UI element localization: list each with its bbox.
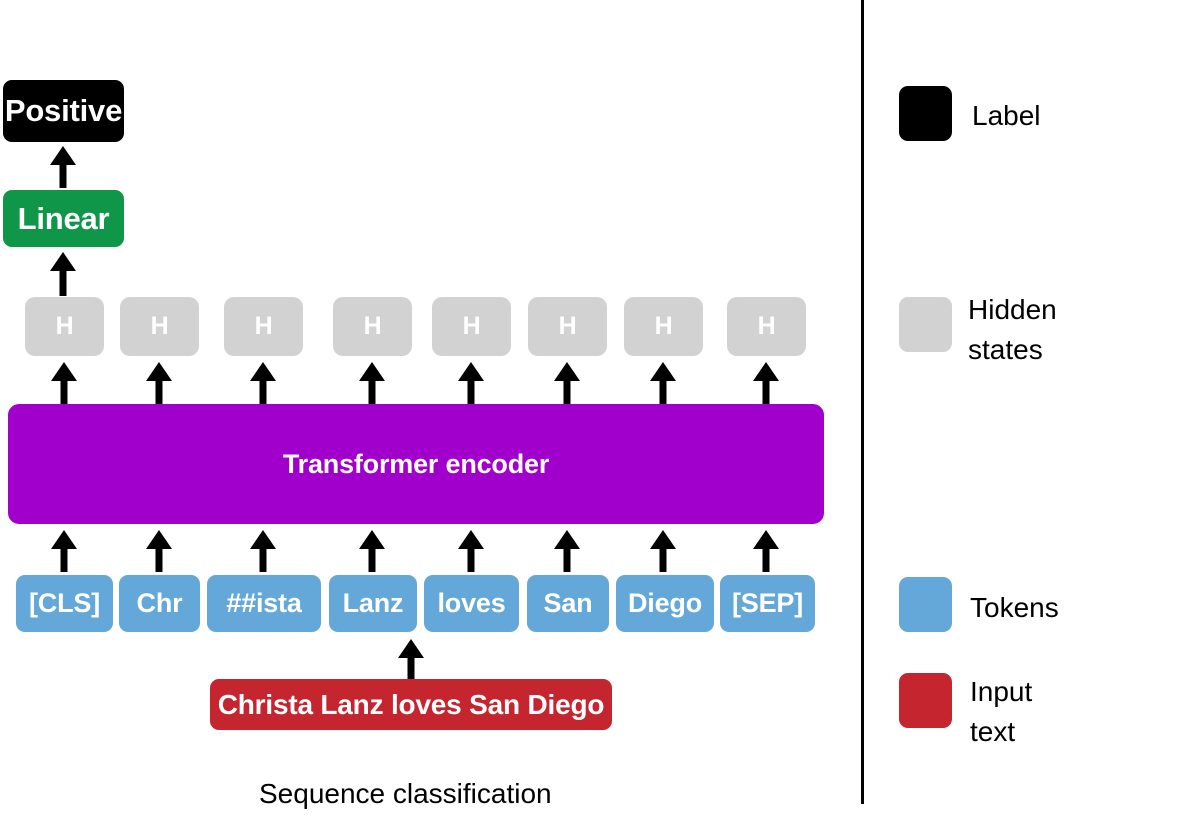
legend-swatch-input-text [899, 673, 952, 728]
legend-swatch-label [899, 86, 952, 141]
hidden-state-label: H [55, 312, 74, 340]
output-label-text: Positive [4, 93, 123, 128]
token-label: Lanz [342, 588, 404, 618]
legend-label-label: Label [972, 100, 1041, 131]
token-box: Chr [119, 575, 200, 632]
legend-label-hidden-states: Hidden states [968, 294, 1057, 365]
legend-swatch-hidden-states [899, 297, 952, 352]
token-label: [CLS] [29, 588, 100, 618]
token-box: Diego [616, 575, 714, 632]
token-label: loves [437, 588, 506, 618]
output-label-box: Positive [3, 80, 124, 142]
hidden-state-label: H [254, 312, 273, 340]
linear-layer-box: Linear [3, 190, 124, 247]
legend-divider [861, 0, 864, 804]
hidden-state-box: H [727, 297, 806, 356]
token-label: San [543, 588, 593, 618]
hidden-state-box: H [333, 297, 412, 356]
token-box: Lanz [329, 575, 417, 632]
token-box: loves [424, 575, 519, 632]
hidden-state-label: H [558, 312, 577, 340]
linear-layer-text: Linear [17, 200, 110, 236]
input-text-box: Christa Lanz loves San Diego [210, 679, 612, 730]
token-box: [CLS] [16, 575, 113, 632]
hidden-state-box: H [25, 297, 104, 356]
hidden-state-box: H [624, 297, 703, 356]
hidden-state-box: H [528, 297, 607, 356]
hidden-state-label: H [462, 312, 481, 340]
hidden-state-box: H [120, 297, 199, 356]
diagram-caption: Sequence classification [259, 778, 552, 809]
hidden-state-label: H [757, 312, 776, 340]
token-box: San [527, 575, 609, 632]
transformer-encoder-box: Transformer encoder [8, 404, 824, 524]
token-box: ##ista [207, 575, 321, 632]
token-label: Diego [627, 588, 702, 618]
legend-label-input-text: Input text [970, 676, 1033, 747]
token-label: ##ista [226, 588, 302, 618]
transformer-encoder-text: Transformer encoder [282, 448, 550, 479]
token-label: Chr [136, 588, 183, 618]
hidden-state-box: H [224, 297, 303, 356]
token-label: [SEP] [731, 588, 803, 618]
hidden-state-label: H [363, 312, 382, 340]
hidden-state-label: H [654, 312, 673, 340]
legend-label-tokens: Tokens [970, 592, 1059, 623]
hidden-state-box: H [432, 297, 511, 356]
legend-swatch-tokens [899, 577, 952, 632]
hidden-state-label: H [150, 312, 169, 340]
token-box: [SEP] [720, 575, 815, 632]
input-text-value: Christa Lanz loves San Diego [217, 688, 605, 720]
